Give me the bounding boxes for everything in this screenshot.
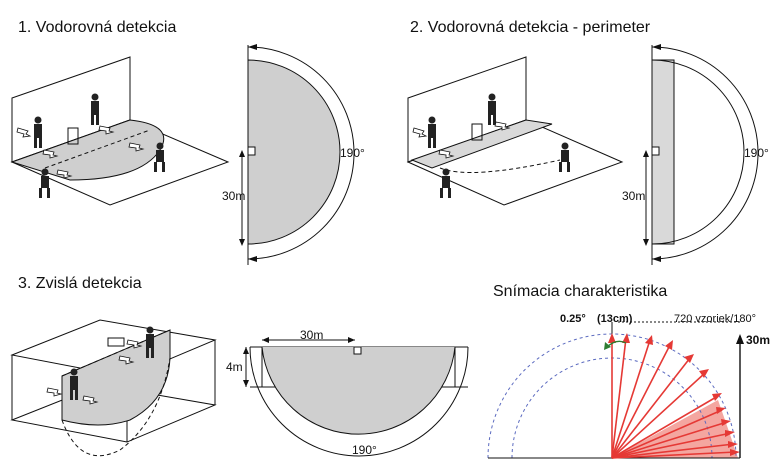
s1-movement-arrows: [16, 125, 145, 179]
s4-samples-label: 720 vzoriek/180°: [674, 313, 757, 325]
s1-person-figure: [34, 93, 165, 198]
s2-person-figure: [428, 93, 570, 198]
s1-object-box: [67, 127, 79, 145]
s1-top-view: [239, 44, 355, 265]
s1-angle-label: 190°: [340, 146, 365, 160]
s4-beam-arrowheads: [608, 333, 740, 456]
s3-height-label: 4m: [226, 360, 243, 374]
s2-angle-label: 190°: [744, 146, 769, 160]
s3-angle-label: 190°: [352, 443, 377, 457]
s4-resolution-label: 0.25°: [560, 313, 586, 325]
section3-title: 3. Zvislá detekcia: [18, 275, 142, 292]
s3-side-view: [243, 337, 469, 457]
s2-range-label: 30m: [622, 189, 646, 203]
s3-width-label: 30m: [300, 328, 324, 342]
s4-beam-rays: [611, 337, 737, 459]
s4-resolution-cm-label: (13cm): [597, 313, 633, 325]
s1-range-label: 30m: [222, 189, 246, 203]
section1-title: 1. Vodorovná detekcia: [18, 19, 177, 36]
section2-title: 2. Vodorovná detekcia - perimeter: [410, 19, 651, 36]
section4-title: Snímacia charakteristika: [493, 283, 668, 300]
s4-range-label: 30m: [746, 333, 771, 347]
s2-top-view: [643, 44, 759, 265]
